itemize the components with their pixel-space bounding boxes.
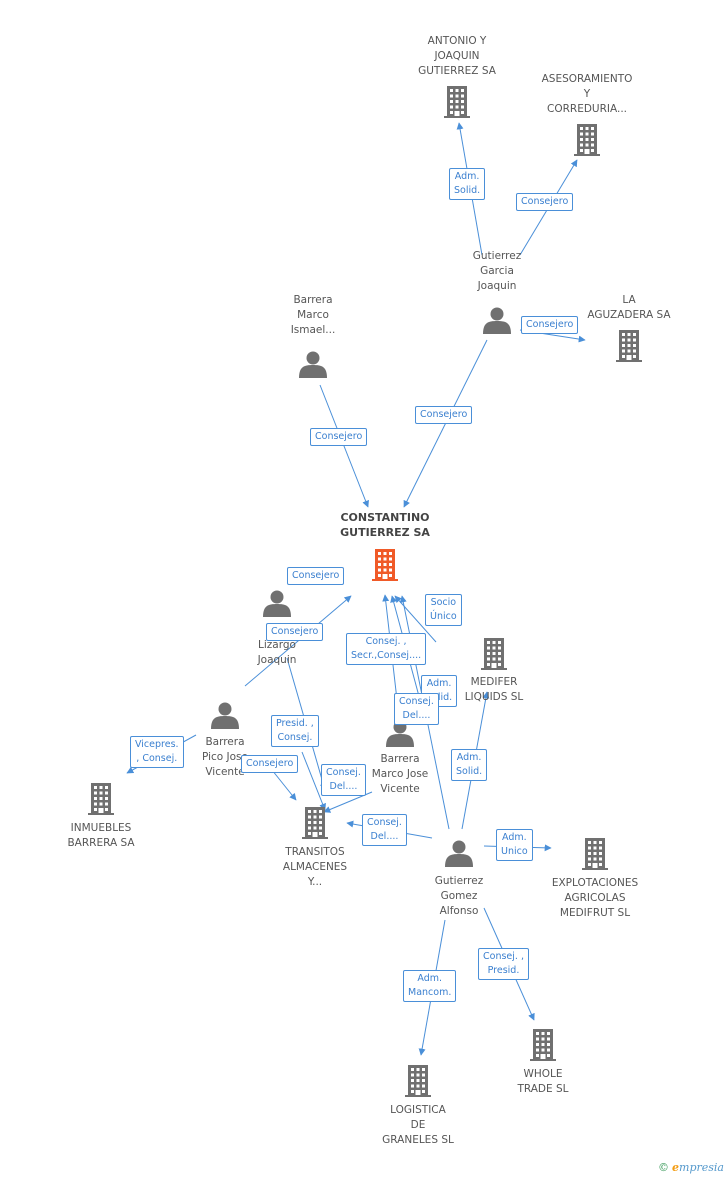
person-icon[interactable] <box>299 351 327 379</box>
edge-gutierrez_alfonso-to-constantino <box>394 595 437 643</box>
edge-label[interactable]: Consejero <box>287 567 345 585</box>
edge-label[interactable]: Consejero <box>266 623 324 641</box>
node-label-whole[interactable]: WHOLE TRADE SL <box>517 1068 569 1095</box>
node-label-marco_vicente[interactable]: Barrera Marco Jose Vicente <box>371 753 429 795</box>
edge-label[interactable]: Consej. , Presid. <box>478 948 529 980</box>
node-label-barrera_ismael[interactable]: Barrera Marco Ismael... <box>290 294 336 336</box>
edge-lizargo-to-transitos <box>301 751 326 811</box>
edge-pico-to-constantino <box>244 595 352 687</box>
building-icon[interactable] <box>574 124 600 156</box>
edge-label[interactable]: Consej. Del.... <box>362 814 407 846</box>
person-icon[interactable] <box>445 840 473 868</box>
node-label-medifer[interactable]: MEDIFER LIQUIDS SL <box>464 676 524 703</box>
edge-label[interactable]: Consejero <box>516 193 574 211</box>
edge-label[interactable]: Vicepres. , Consej. <box>130 736 184 768</box>
brand-name: mpresia <box>679 1161 724 1174</box>
node-label-gutierrez_joaquin[interactable]: Gutierrez Garcia Joaquin <box>472 250 522 292</box>
copyright-symbol: © <box>658 1161 670 1174</box>
edge-label[interactable]: Adm. Solid. <box>449 168 486 200</box>
building-icon[interactable] <box>481 638 507 670</box>
edge-pico-to-transitos <box>271 769 297 801</box>
person-icon[interactable] <box>263 590 291 618</box>
node-label-aguzadera[interactable]: LA AGUZADERA SA <box>587 294 671 321</box>
edge-label[interactable]: Consejero <box>310 428 368 446</box>
edge-label[interactable]: Consejero <box>521 316 579 334</box>
building-icon[interactable] <box>616 330 642 362</box>
edge-label[interactable]: Adm. Solid. <box>451 749 488 781</box>
building-icon[interactable] <box>302 807 328 839</box>
node-label-inmuebles[interactable]: INMUEBLES BARRERA SA <box>67 822 135 849</box>
edge-label[interactable]: Consej. Del.... <box>394 693 439 725</box>
building-icon[interactable] <box>530 1029 556 1061</box>
person-icon[interactable] <box>211 702 239 730</box>
building-icon[interactable] <box>582 838 608 870</box>
node-label-lizargo[interactable]: G... Lizargo Joaquin <box>257 624 297 666</box>
person-icon[interactable] <box>483 307 511 335</box>
building-icon[interactable] <box>444 86 470 118</box>
building-icon[interactable] <box>372 549 398 581</box>
edge-label[interactable]: Socio Único <box>425 594 462 626</box>
edge-label[interactable]: Consej. Del.... <box>321 764 366 796</box>
node-label-logistica[interactable]: LOGISTICA DE GRANELES SL <box>382 1104 454 1146</box>
brand-footer[interactable]: ©empresia <box>658 1161 724 1174</box>
edge-label[interactable]: Consejero <box>415 406 473 424</box>
edge-label[interactable]: Consejero <box>241 755 299 773</box>
node-label-transitos[interactable]: TRANSITOS ALMACENES Y... <box>282 846 348 888</box>
node-label-constantino[interactable]: CONSTANTINO GUTIERREZ SA <box>340 511 430 539</box>
node-label-antonio[interactable]: ANTONIO Y JOAQUIN GUTIERREZ SA <box>418 35 496 77</box>
edge-label[interactable]: Consej. , Secr.,Consej.... <box>346 633 427 665</box>
edge-label[interactable]: Presid. , Consej. <box>271 715 319 747</box>
building-icon[interactable] <box>88 783 114 815</box>
building-icon[interactable] <box>405 1065 431 1097</box>
node-label-gutierrez_alfonso[interactable]: Gutierrez Gomez Alfonso <box>434 875 484 917</box>
edge-barrera_ismael-to-constantino <box>319 384 369 508</box>
node-label-asesoramiento[interactable]: ASESORAMIENTO Y CORREDURIA... <box>541 73 633 115</box>
brand-logo-e: e <box>672 1161 680 1174</box>
edge-label[interactable]: Adm. Mancom. <box>403 970 457 1002</box>
node-label-explotaciones[interactable]: EXPLOTACIONES AGRICOLAS MEDIFRUT SL <box>551 877 639 919</box>
edge-label[interactable]: Adm. Unico <box>496 829 533 861</box>
